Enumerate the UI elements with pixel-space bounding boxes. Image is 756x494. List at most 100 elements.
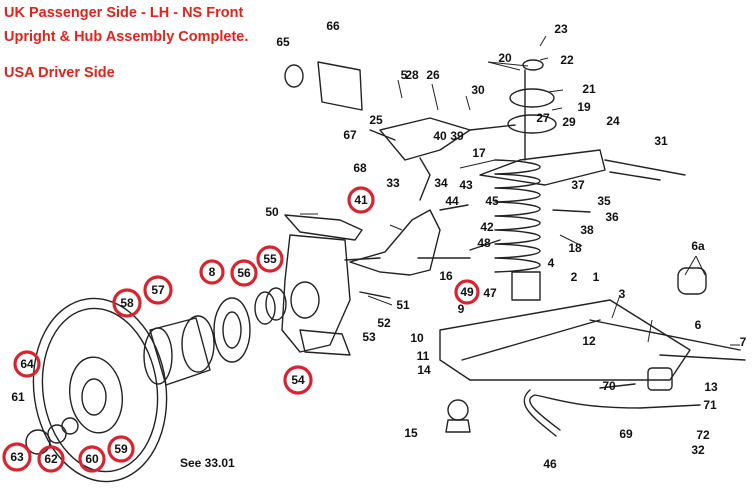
highlight-ring-57 — [143, 275, 173, 305]
part-label-72: 72 — [696, 428, 710, 442]
part-label-20: 20 — [498, 51, 512, 65]
part-label-39: 39 — [450, 129, 464, 143]
part-label-33: 33 — [386, 176, 400, 190]
highlighted-part-56: 56 — [237, 266, 251, 280]
part-label-52: 52 — [377, 316, 391, 330]
part-label-25: 25 — [369, 113, 383, 127]
part-label-15: 15 — [404, 426, 418, 440]
part-label-53: 53 — [362, 330, 376, 344]
part-label-50: 50 — [265, 205, 279, 219]
highlighted-part-57: 57 — [151, 283, 165, 297]
highlighted-part-55: 55 — [263, 252, 277, 266]
part-label-11: 11 — [417, 349, 430, 363]
part-label-66: 66 — [326, 19, 340, 33]
title-line-3: USA Driver Side — [4, 65, 115, 81]
part-label-6a: 6a — [691, 239, 705, 253]
part-label-21: 21 — [582, 82, 596, 96]
part-label-18: 18 — [568, 241, 582, 255]
part-label-1: 1 — [593, 270, 600, 284]
part-label-32: 32 — [691, 443, 705, 457]
part-label-31: 31 — [654, 134, 668, 148]
part-label-9: 9 — [458, 302, 465, 316]
part-label-44: 44 — [445, 194, 459, 208]
bracket-66 — [317, 61, 363, 111]
part-label-42: 42 — [480, 220, 494, 234]
highlighted-part-54: 54 — [291, 373, 305, 387]
highlighted-part-59: 59 — [114, 442, 128, 456]
upper-wishbone — [379, 117, 471, 161]
part-label-14: 14 — [417, 363, 431, 377]
part-label-6: 6 — [695, 318, 702, 332]
highlight-ring-60 — [78, 445, 106, 473]
highlight-ring-64 — [13, 350, 41, 378]
part-label-46: 46 — [543, 457, 557, 471]
highlight-ring-63 — [2, 442, 32, 472]
part-label-68: 68 — [353, 161, 367, 175]
title-line-1: UK Passenger Side - LH - NS Front — [4, 5, 244, 21]
lower-wishbone — [439, 299, 691, 381]
title-line-2: Upright & Hub Assembly Complete. — [4, 29, 249, 45]
highlighted-part-64: 64 — [20, 357, 34, 371]
part-label-3: 3 — [619, 287, 626, 301]
highlight-ring-59 — [107, 435, 135, 463]
part-label-4: 4 — [548, 256, 555, 270]
part-label-27: 27 — [536, 111, 550, 125]
part-label-23: 23 — [554, 22, 568, 36]
coil-spring — [494, 159, 541, 273]
part-label-13: 13 — [704, 380, 718, 394]
part-label-71: 71 — [703, 398, 717, 412]
highlight-ring-54 — [283, 365, 313, 395]
part-label-24: 24 — [606, 114, 620, 128]
part-label-45: 45 — [485, 194, 499, 208]
part-label-67: 67 — [343, 128, 357, 142]
hub-flange — [213, 297, 251, 363]
part-label-36: 36 — [605, 210, 619, 224]
part-label-5: 5 — [401, 68, 408, 82]
anti-roll-bar — [529, 394, 701, 431]
part-label-17: 17 — [472, 146, 486, 160]
highlight-ring-41 — [347, 186, 375, 214]
part-label-19: 19 — [577, 100, 591, 114]
see-reference-note: See 33.01 — [180, 456, 235, 470]
part-label-43: 43 — [459, 178, 473, 192]
highlighted-part-63: 63 — [10, 450, 24, 464]
highlight-ring-58 — [112, 288, 142, 318]
highlighted-part-62: 62 — [44, 452, 58, 466]
part-label-34: 34 — [434, 176, 448, 190]
wheel-hub — [149, 317, 211, 386]
part-label-29: 29 — [562, 115, 576, 129]
part-label-28: 28 — [405, 68, 419, 82]
highlighted-part-60: 60 — [85, 452, 99, 466]
part-label-30: 30 — [471, 83, 485, 97]
part-label-22: 22 — [560, 53, 574, 67]
part-label-38: 38 — [580, 223, 594, 237]
highlighted-part-49: 49 — [460, 285, 474, 299]
highlighted-part-58: 58 — [120, 296, 134, 310]
splash-shield — [281, 234, 351, 353]
highlight-ring-49 — [454, 279, 480, 305]
part-label-70: 70 — [602, 379, 616, 393]
part-label-16: 16 — [439, 269, 453, 283]
part-label-47: 47 — [483, 286, 497, 300]
highlight-ring-62 — [37, 445, 65, 473]
part-label-51: 51 — [396, 298, 410, 312]
highlight-ring-8 — [199, 259, 225, 285]
part-label-48: 48 — [477, 236, 491, 250]
part-label-61: 61 — [11, 390, 25, 404]
part-label-26: 26 — [426, 68, 440, 82]
highlighted-part-41: 41 — [354, 193, 368, 207]
part-label-65: 65 — [276, 35, 290, 49]
part-label-40: 40 — [433, 129, 447, 143]
part-label-7: 7 — [740, 335, 747, 349]
highlight-ring-56 — [230, 259, 258, 287]
highlighted-part-8: 8 — [209, 265, 216, 279]
part-label-12: 12 — [582, 334, 596, 348]
part-label-37: 37 — [571, 178, 585, 192]
part-label-69: 69 — [619, 427, 633, 441]
part-label-10: 10 — [410, 331, 424, 345]
stub-axle — [349, 209, 441, 276]
highlight-rings — [2, 186, 480, 473]
part-label-2: 2 — [571, 270, 578, 284]
